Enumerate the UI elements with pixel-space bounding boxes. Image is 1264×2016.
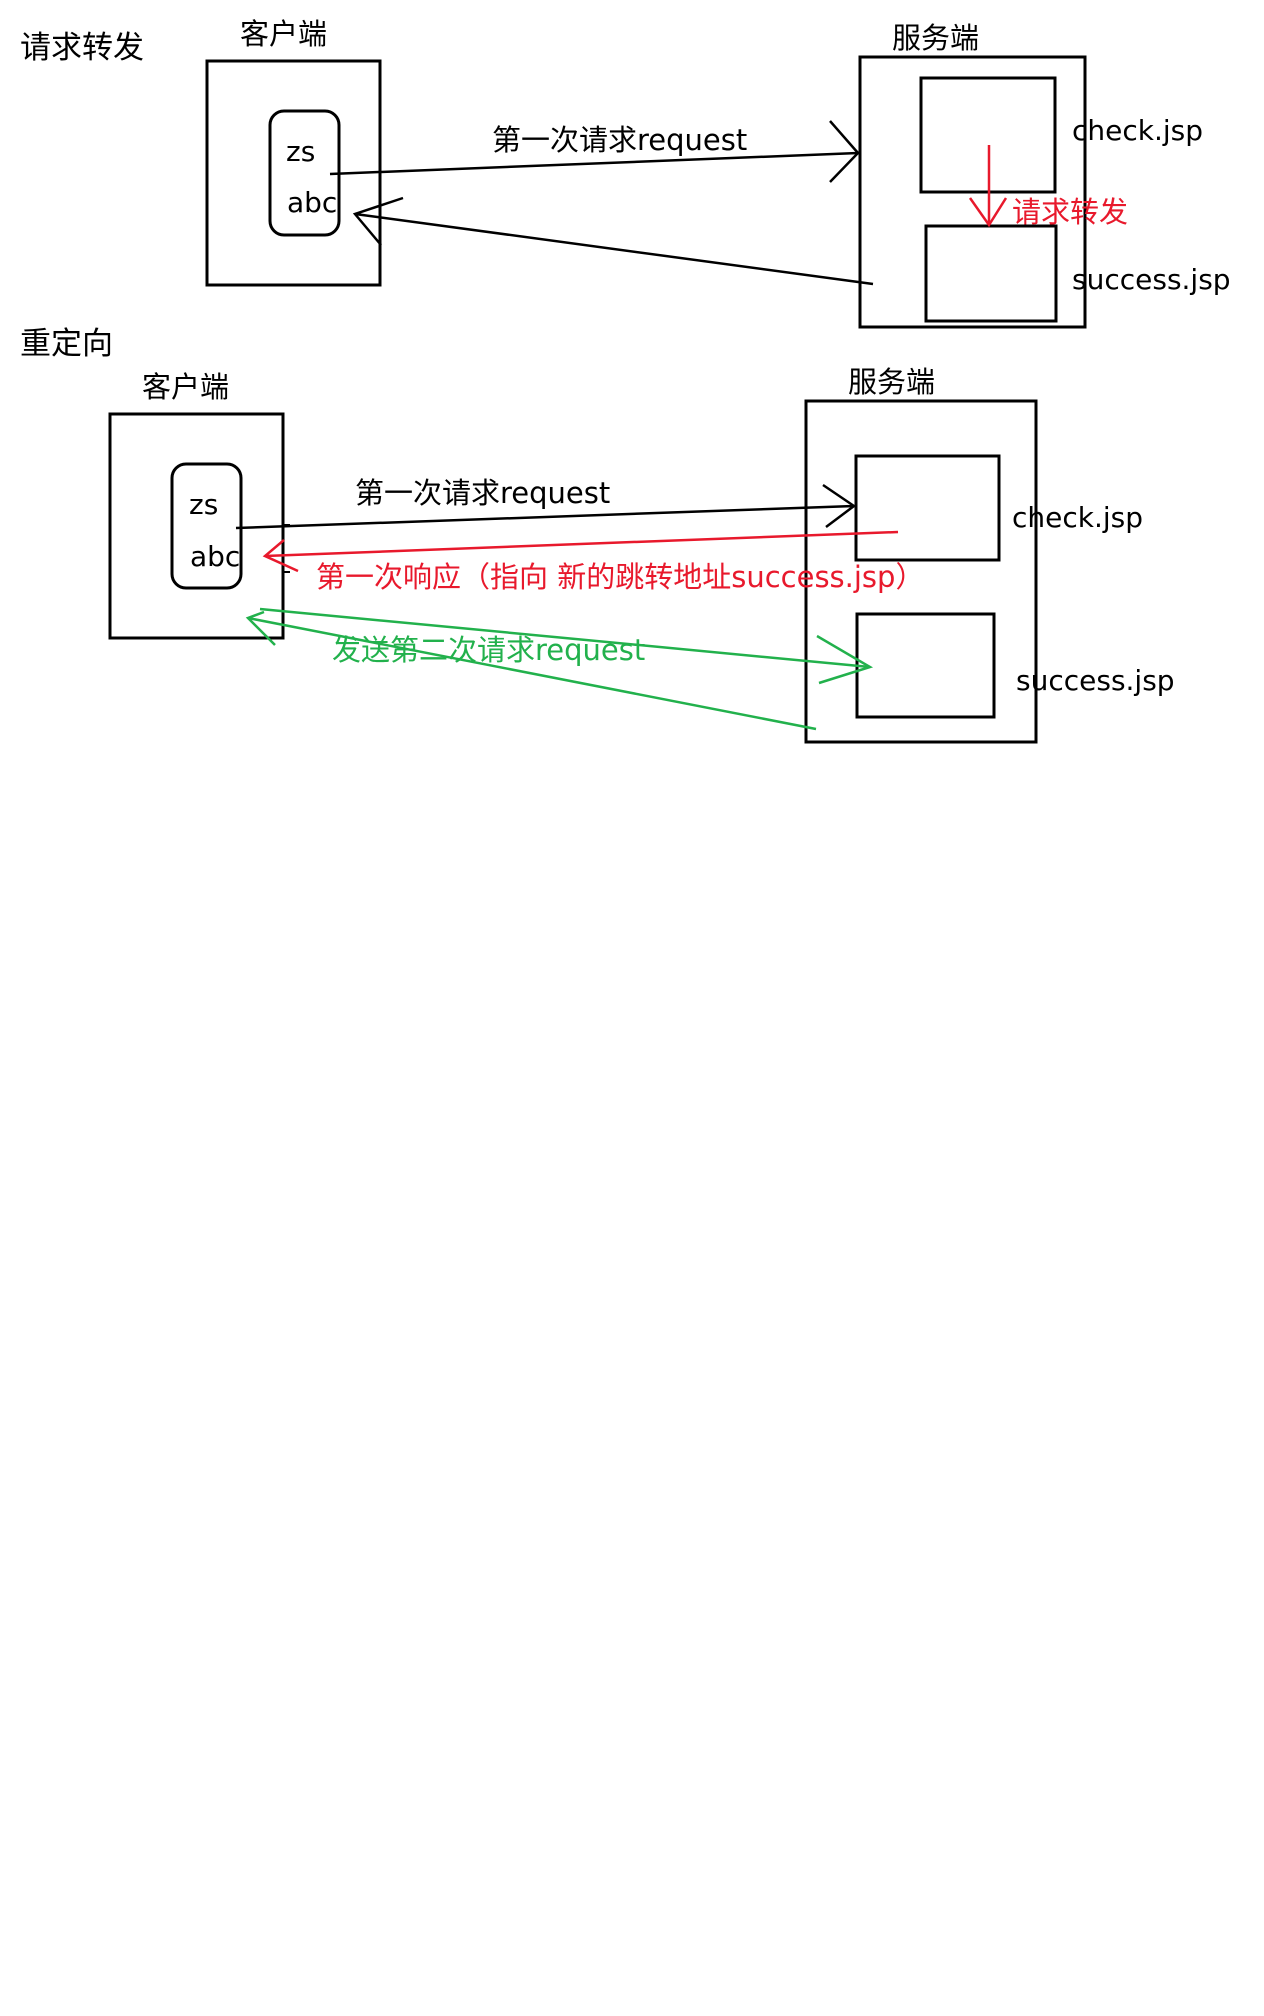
forward-client-label: 客户端 <box>240 17 327 51</box>
redirect-request-label: 第一次请求request <box>355 476 610 510</box>
redirect-request-arrowhead <box>822 483 857 528</box>
redirect-section: 重定向 客户端 zs abc 服务端 check.jsp success.jsp… <box>20 326 1175 744</box>
forward-internal-arrowhead <box>968 197 1008 228</box>
forward-server-box <box>858 55 1087 329</box>
redirect-server-label: 服务端 <box>848 365 935 399</box>
redirect-client-label: 客户端 <box>142 370 229 404</box>
redirect-client-field-password: abc <box>190 540 240 573</box>
redirect-second-response-line <box>247 616 817 731</box>
redirect-check-jsp-box <box>854 454 1001 562</box>
redirect-response-arrowhead <box>262 539 299 573</box>
redirect-request-arrow-line <box>235 504 855 530</box>
redirect-second-request-label: 发送第二次请求request <box>332 633 645 667</box>
forward-heading: 请求转发 <box>20 30 144 66</box>
redirect-success-jsp-box <box>855 612 996 719</box>
forward-request-arrowhead <box>829 120 860 183</box>
redirect-second-response-arrowhead <box>245 610 276 646</box>
redirect-check-jsp-label: check.jsp <box>1012 501 1143 534</box>
forward-success-jsp-box <box>924 224 1058 323</box>
forward-response-arrowhead <box>352 196 404 246</box>
forward-client-field-name: zs <box>286 135 315 168</box>
forward-section: 请求转发 客户端 zs abc 服务端 check.jsp success.js… <box>20 17 1231 329</box>
redirect-server-box <box>804 399 1038 744</box>
redirect-second-request-line <box>259 607 871 669</box>
redirect-heading: 重定向 <box>20 326 113 362</box>
forward-request-arrow-line <box>329 151 859 176</box>
forward-request-label: 第一次请求request <box>492 123 747 157</box>
forward-check-jsp-label: check.jsp <box>1072 114 1203 147</box>
redirect-response-arrow-line <box>264 530 899 558</box>
redirect-client-session-box <box>170 462 243 590</box>
redirect-client-field-name: zs <box>189 488 218 521</box>
forward-response-arrow-line <box>354 212 874 286</box>
redirect-response-label: 第一次响应（指向 新的跳转地址success.jsp） <box>316 560 924 594</box>
forward-internal-label: 请求转发 <box>1012 195 1128 229</box>
redirect-second-request-arrowhead <box>816 634 874 685</box>
forward-success-jsp-label: success.jsp <box>1072 263 1231 296</box>
forward-client-field-password: abc <box>287 186 337 219</box>
redirect-success-jsp-label: success.jsp <box>1016 664 1175 697</box>
forward-server-label: 服务端 <box>892 21 979 55</box>
